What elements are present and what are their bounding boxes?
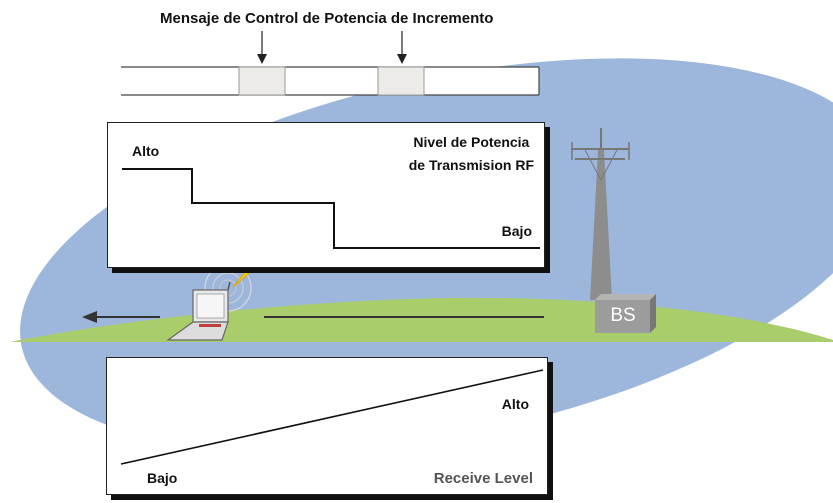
rx-panel-title: Receive Level xyxy=(433,470,533,487)
down-arrow-icon xyxy=(397,31,407,64)
tx-panel-title-line1: Nivel de Potencia xyxy=(413,134,530,150)
base-station-label: BS xyxy=(610,305,636,326)
message-slot-1 xyxy=(238,66,286,96)
receive-level-panel: Alto Bajo Receive Level xyxy=(106,357,548,495)
tx-panel-title: Nivel de Potencia de Transmision RF xyxy=(409,131,534,177)
laptop-icon xyxy=(166,264,252,341)
tx-low-label: Bajo xyxy=(501,223,532,239)
tx-high-label: Alto xyxy=(132,143,160,159)
message-slot-2 xyxy=(377,66,425,96)
tx-power-step-graph xyxy=(122,168,540,249)
left-arrow-icon xyxy=(82,311,160,323)
receive-level-curve xyxy=(120,369,544,465)
down-arrow-icon xyxy=(257,31,267,64)
rx-low-label: Bajo xyxy=(147,470,178,486)
tx-panel-title-line2: de Transmision RF xyxy=(408,157,534,173)
diagram-title: Mensaje de Control de Potencia de Increm… xyxy=(160,10,494,27)
tx-power-panel: Alto Nivel de Potencia de Transmision RF… xyxy=(107,122,545,268)
base-station-box xyxy=(595,294,656,333)
rx-high-label: Alto xyxy=(501,396,529,412)
tower-icon xyxy=(571,128,630,300)
message-timeline xyxy=(121,66,540,96)
tx-power-curve xyxy=(122,168,540,249)
receive-level-graph xyxy=(120,369,544,465)
